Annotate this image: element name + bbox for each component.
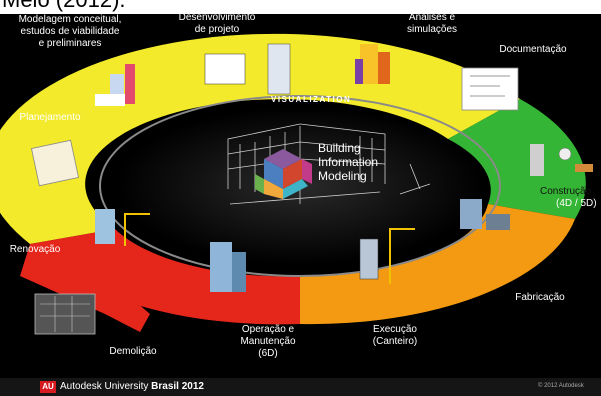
phase-label-construction: Construção (4D / 5D) [540,186,597,209]
phase-label-planning: Planejamento [19,112,81,123]
icon-documentation [461,67,519,111]
phase-label-fabrication: Fabricação [515,292,565,303]
icon-fabrication [460,199,510,230]
copyright-notice: © 2012 Autodesk [538,383,584,389]
icon-planning-checklist [31,139,79,187]
phase-label-design-development: Desenvolvimento de projeto [178,14,256,35]
ring-segment-red [30,229,300,325]
caption-strip: Meio (2012). [0,0,601,15]
icon-renovation [95,209,150,246]
event-name: Autodesk University Brasil 2012 [60,381,204,392]
icon-demolition [34,293,96,335]
ring-segment-orange [300,204,575,325]
phase-label-operation: Operação e Manutenção (6D) [240,324,296,359]
bim-title-line-1: Building [318,141,361,155]
phase-label-renovation: Renovação [9,244,61,255]
icon-operation-building [210,242,246,292]
slide-footer: AU Autodesk University Brasil 2012 © 201… [0,378,601,396]
ring-label-visualization: VISUALIZATION [271,95,351,104]
au-logo-badge: AU [40,381,56,393]
phase-label-analysis-simulation: Análises e simulações [406,14,458,35]
ring-inner-track [99,95,501,277]
phase-label-conceptual-modeling: Modelagem conceitual, estudos de viabili… [18,14,122,49]
ring-arrow-red [20,244,150,332]
bim-diagram-panel: VISUALIZATION [0,14,601,396]
bim-center-title: Building Information Modeling [318,141,378,183]
icon-analysis-simulation [355,44,390,84]
icon-execution-site [359,228,415,284]
icon-construction-schedule [530,144,593,176]
icon-design-development [204,43,291,95]
phase-label-documentation: Documentação [499,44,567,55]
bim-title-line-3: Modeling [318,169,367,183]
bim-title-line-2: Information [318,155,379,169]
ring-segment-green [448,99,586,219]
bim-cube-logo [255,149,312,199]
bim-cycle-diagram: VISUALIZATION [0,33,593,335]
phase-label-execution: Execução (Canteiro) [372,324,418,347]
figure-caption: Meio (2012). [2,0,126,13]
icon-conceptual-models [95,64,135,106]
phase-label-demolition: Demolição [109,346,157,357]
